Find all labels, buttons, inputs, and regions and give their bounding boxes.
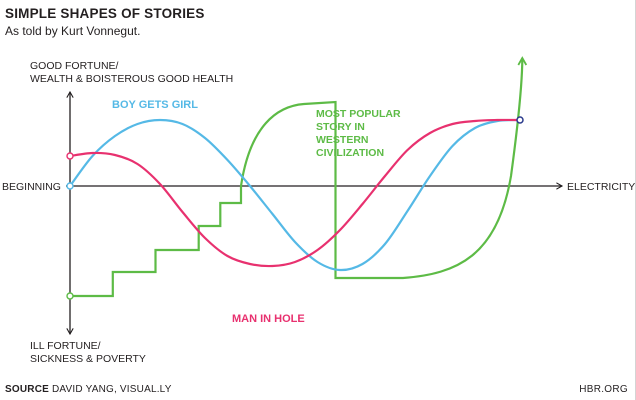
source-text: DAVID YANG, VISUAL.LY: [48, 384, 172, 395]
y-top-label-line1: GOOD FORTUNE/: [30, 60, 119, 72]
series-line-man-in-hole: [69, 118, 521, 268]
y-bottom-label-line2: SICKNESS & POVERTY: [30, 353, 146, 365]
label-most-popular-line1: MOST POPULAR: [316, 108, 401, 120]
x-right-label: ELECTRICITY: [567, 181, 635, 193]
boy-gets-girl-start-point: [66, 182, 74, 190]
series-line-boy-gets-girl: [69, 118, 521, 272]
publisher-credit: HBR.ORG: [579, 384, 628, 395]
series-line-most-popular-story: [70, 56, 528, 298]
label-man-in-hole: MAN IN HOLE: [232, 313, 305, 325]
label-boy-gets-girl: BOY GETS GIRL: [112, 99, 198, 111]
y-bottom-label-line1: ILL FORTUNE/: [30, 340, 101, 352]
man-in-hole-start-point: [66, 152, 74, 160]
x-left-label: BEGINNING: [2, 181, 61, 193]
label-most-popular-line4: CIVILIZATION: [316, 147, 384, 159]
source-credit: SOURCE DAVID YANG, VISUAL.LY: [5, 384, 172, 395]
chart-title: SIMPLE SHAPES OF STORIES: [5, 6, 205, 21]
label-most-popular-line2: STORY IN: [316, 121, 365, 133]
most-popular-start-point: [66, 292, 74, 300]
source-label: SOURCE: [5, 384, 49, 395]
chart-subtitle: As told by Kurt Vonnegut.: [5, 24, 141, 38]
y-top-label-line2: WEALTH & BOISTEROUS GOOD HEALTH: [30, 73, 233, 85]
label-most-popular-line3: WESTERN: [316, 134, 369, 146]
shared-end-point: [516, 116, 524, 124]
